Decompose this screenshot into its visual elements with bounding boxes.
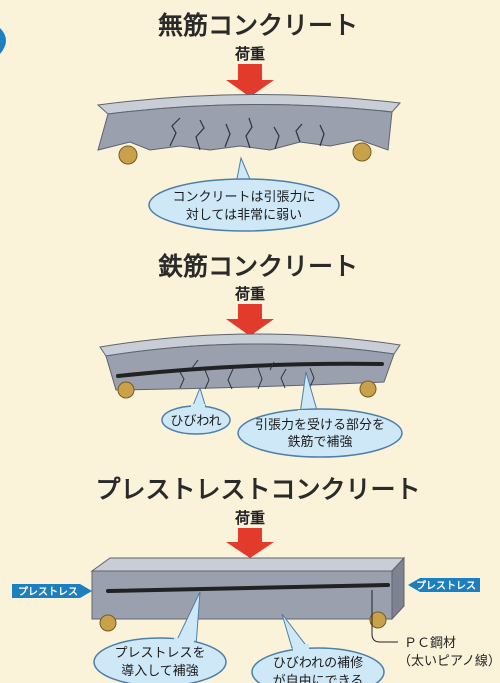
reinforced-support-right bbox=[359, 380, 377, 398]
prestressed-beam-top bbox=[90, 557, 406, 572]
plain-cracks bbox=[169, 117, 325, 151]
prestress-left-tag bbox=[12, 584, 92, 598]
reinforced-bubble bbox=[237, 408, 403, 458]
prestress-left-label: プレストレス bbox=[18, 585, 78, 598]
prestressed-bubble1-line1: プレストレスを bbox=[114, 646, 205, 661]
prestressed-concrete-title: プレストレストコンクリート bbox=[95, 475, 420, 504]
prestress-right-tag bbox=[408, 578, 480, 592]
pc-tendon bbox=[106, 583, 390, 593]
reinforced-bubble-line1: 引張力を受ける部分を bbox=[255, 418, 385, 433]
plain-beam bbox=[97, 103, 393, 151]
prestressed-bubble2-line2: が自由にできる bbox=[273, 674, 364, 683]
prestressed-bubble1 bbox=[93, 637, 227, 683]
plain-support-right bbox=[352, 142, 372, 162]
plain-load-arrow bbox=[226, 64, 274, 97]
reinforced-support-left bbox=[117, 381, 135, 399]
plain-load-label: 荷重 bbox=[235, 45, 265, 63]
plain-support-left bbox=[118, 145, 138, 165]
reinforced-concrete-title: 鉄筋コンクリート bbox=[158, 252, 358, 281]
plain-bubble-line1: コンクリートは引張力に bbox=[172, 190, 315, 205]
reinforced-cracks bbox=[179, 359, 315, 390]
reinforced-concrete-section: 鉄筋コンクリート 荷重 ひびわれ 引張力を受ける部分を 鉄筋で補強 bbox=[99, 252, 403, 458]
prestress-right-label: プレストレス bbox=[416, 579, 476, 592]
prestressed-load-label: 荷重 bbox=[235, 509, 265, 527]
prestressed-bubble1-line2: 導入して補強 bbox=[121, 664, 199, 679]
plain-concrete-title: 無筋コンクリート bbox=[158, 11, 358, 40]
reinforced-load-label: 荷重 bbox=[235, 285, 265, 303]
prestressed-support-right bbox=[369, 611, 387, 629]
prestressed-bubble2 bbox=[251, 647, 385, 683]
reinforced-load-arrow bbox=[226, 304, 274, 336]
prestressed-concrete-section: プレストレストコンクリート 荷重 プレストレス プレストレス ＰＣ鋼材 （太いピ… bbox=[12, 475, 500, 683]
crack-label: ひびわれ bbox=[170, 414, 221, 429]
plain-concrete-section: 無筋コンクリート 荷重 コンクリートは引張力に 対しては非常に弱い bbox=[96, 11, 402, 232]
reinforced-bubble-line2: 鉄筋で補強 bbox=[287, 434, 352, 450]
reinforced-rebar bbox=[116, 361, 384, 378]
prestressed-bubble2-line1: ひびわれの補修 bbox=[273, 656, 363, 671]
prestressed-load-arrow bbox=[226, 528, 274, 558]
corner-tab bbox=[0, 28, 6, 54]
pc-label-line1: ＰＣ鋼材 bbox=[404, 636, 456, 651]
plain-bubble-line2: 対しては非常に弱い bbox=[186, 208, 302, 223]
pc-leader-line bbox=[371, 590, 398, 643]
prestressed-support-left bbox=[99, 614, 117, 632]
plain-bubble bbox=[148, 178, 340, 232]
pc-label-line2: （太いピアノ線） bbox=[398, 653, 500, 669]
prestressed-beam bbox=[91, 570, 393, 620]
